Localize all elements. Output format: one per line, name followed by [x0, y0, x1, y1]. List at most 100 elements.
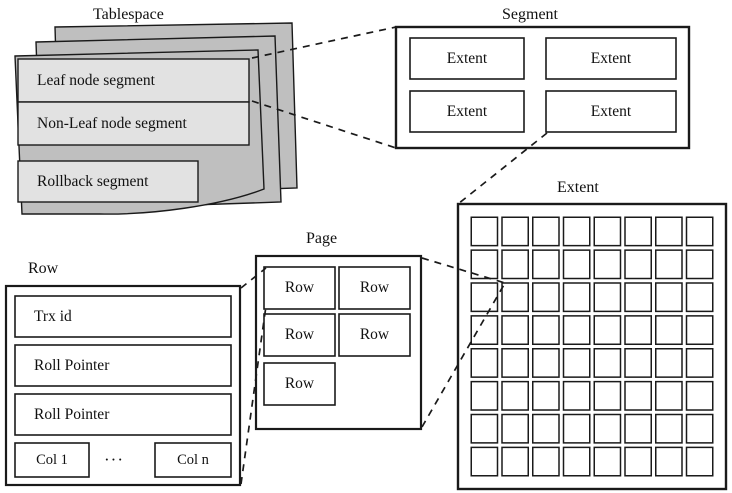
extent-page-cell: [685, 413, 714, 444]
extent-page-cell: [593, 216, 622, 247]
row-group: [4, 284, 242, 487]
extent-page-cell: [562, 282, 591, 313]
extent-page-cell: [685, 315, 714, 346]
extent-page-cell: [624, 315, 652, 346]
extent-page-cell: [562, 380, 591, 411]
extent-page-cell: [624, 446, 652, 477]
extent-outer-box: [456, 202, 728, 491]
connector-row-to-page-top: [240, 267, 267, 289]
extent-page-cell: [532, 413, 560, 444]
row-column-box-first: [14, 442, 90, 478]
segment-extent-box-2: [545, 37, 677, 80]
extent-page-cell: [470, 216, 499, 247]
connector-page-to-extent-bottom: [421, 282, 506, 428]
extent-page-cell: [655, 282, 683, 313]
page-row-box-2: [338, 266, 411, 310]
row-column-box-last: [154, 442, 232, 478]
extent-group: [456, 202, 728, 491]
extent-page-cell: [532, 216, 560, 247]
connector-lines: [240, 26, 548, 485]
connector-row-to-page-bottom: [240, 305, 267, 485]
extent-page-cell: [532, 446, 560, 477]
extent-page-cell: [685, 446, 714, 477]
segment-extent-box-3: [409, 90, 525, 133]
extent-page-cell: [593, 348, 622, 378]
segment-caption: Segment: [502, 6, 558, 23]
extent-page-cell: [532, 282, 560, 313]
extent-page-cell: [501, 380, 529, 411]
extent-page-cell: [532, 380, 560, 411]
extent-page-cell: [655, 249, 683, 280]
extent-page-cell: [593, 315, 622, 346]
extent-page-cell: [624, 282, 652, 313]
leaf-node-segment-box: [17, 58, 250, 103]
page-row-box-5: [263, 362, 336, 406]
extent-page-cell: [624, 216, 652, 247]
rollback-segment-box: [17, 160, 199, 203]
extent-page-cell: [470, 380, 499, 411]
page-row-box-1: [263, 266, 336, 310]
extent-page-cell: [470, 446, 499, 477]
extent-page-cell: [470, 315, 499, 346]
extent-page-cell: [685, 348, 714, 378]
extent-page-cell: [532, 315, 560, 346]
extent-page-cell: [470, 413, 499, 444]
extent-page-cell: [532, 249, 560, 280]
segment-extent-box-4: [545, 90, 677, 133]
extent-page-cell: [655, 216, 683, 247]
non-leaf-node-segment-box: [17, 101, 250, 146]
extent-page-cell: [501, 446, 529, 477]
row-field-box-trx-id: [14, 295, 232, 338]
extent-page-grid: [470, 216, 714, 477]
extent-page-cell: [470, 348, 499, 378]
extent-page-cell: [685, 380, 714, 411]
extent-page-cell: [593, 249, 622, 280]
extent-page-cell: [501, 348, 529, 378]
connector-segment-to-extent: [457, 132, 548, 205]
extent-page-cell: [562, 216, 591, 247]
extent-page-cell: [532, 348, 560, 378]
extent-page-cell: [562, 249, 591, 280]
extent-page-cell: [624, 413, 652, 444]
page-row-box-4: [338, 313, 411, 357]
extent-page-cell: [624, 380, 652, 411]
row-caption: Row: [28, 260, 59, 277]
page-caption: Page: [306, 230, 338, 247]
connector-tablespace-to-segment-top: [251, 26, 397, 59]
row-field-box-roll-pointer-1: [14, 344, 232, 387]
extent-page-cell: [685, 249, 714, 280]
extent-page-cell: [501, 216, 529, 247]
tablespace-caption: Tablespace: [93, 6, 164, 23]
extent-page-cell: [655, 380, 683, 411]
extent-page-cell: [501, 413, 529, 444]
extent-page-cell: [501, 282, 529, 313]
extent-caption: Extent: [557, 179, 599, 196]
connector-page-to-extent-top: [421, 257, 506, 284]
extent-page-cell: [501, 315, 529, 346]
extent-page-cell: [501, 249, 529, 280]
extent-page-cell: [685, 282, 714, 313]
extent-page-cell: [685, 216, 714, 247]
extent-page-cell: [593, 413, 622, 444]
extent-page-cell: [655, 446, 683, 477]
extent-page-cell: [655, 315, 683, 346]
extent-page-cell: [562, 413, 591, 444]
extent-page-cell: [562, 315, 591, 346]
page-row-box-3: [263, 313, 336, 357]
tablespace-group: [14, 22, 298, 215]
extent-page-cell: [624, 249, 652, 280]
segment-extent-box-1: [409, 37, 525, 80]
extent-page-cell: [624, 348, 652, 378]
extent-page-cell: [470, 282, 499, 313]
extent-page-cell: [655, 413, 683, 444]
extent-page-cell: [593, 380, 622, 411]
extent-page-cell: [562, 446, 591, 477]
row-columns-ellipsis: ···: [104, 450, 124, 469]
page-group: [254, 254, 423, 431]
segment-group: [394, 25, 691, 150]
extent-page-cell: [593, 446, 622, 477]
extent-page-cell: [562, 348, 591, 378]
row-field-box-roll-pointer-2: [14, 393, 232, 436]
